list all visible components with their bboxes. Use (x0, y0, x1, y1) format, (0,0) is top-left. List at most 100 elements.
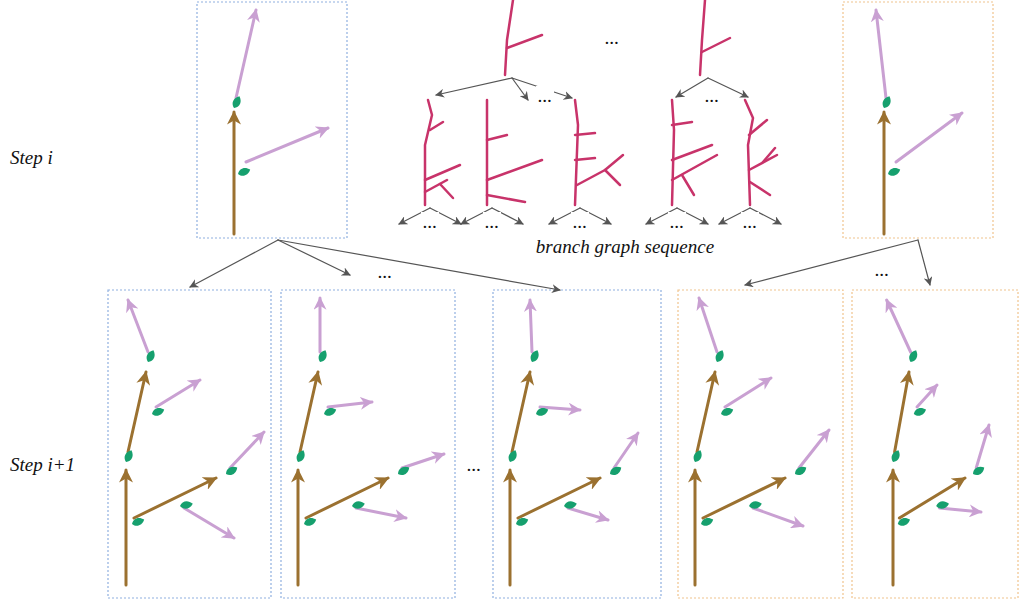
branch-arrow (512, 372, 530, 452)
leaf-bud (237, 166, 252, 177)
branch-graph (575, 158, 595, 160)
bud-arrow (887, 300, 911, 352)
bud-arrow (402, 454, 444, 468)
fan-arrow (278, 240, 350, 275)
step-label: Step i+1 (8, 455, 77, 476)
branch-arrow (895, 372, 909, 452)
leaf-bud (897, 516, 912, 527)
leaf-bud (913, 406, 928, 417)
bud-arrow (614, 433, 638, 468)
branch-graph (745, 100, 753, 205)
branch-graph (605, 170, 620, 185)
bud-arrow (725, 378, 771, 407)
fan-arrow (745, 240, 918, 285)
leaf-bud (971, 464, 986, 477)
bud-arrow (328, 402, 372, 407)
fan-arrow (512, 78, 528, 100)
branch-arrow (899, 478, 965, 518)
branch-arrow (125, 470, 128, 585)
step-label: Step i (8, 148, 55, 169)
leaf-bud (907, 349, 919, 364)
bud-arrow (128, 300, 148, 352)
dotted-frame (843, 2, 993, 238)
leaf-bud (303, 516, 318, 527)
bud-arrow (699, 298, 717, 352)
branch-graph (425, 165, 460, 180)
bud-arrow (753, 508, 803, 526)
annotation-text: ... (483, 212, 501, 233)
branch-graph (672, 100, 674, 205)
branch-graph (505, 0, 513, 75)
bud-arrow (184, 508, 234, 538)
leaf-bud (608, 464, 623, 477)
branch-graph (672, 155, 717, 180)
branch-arrow (509, 470, 512, 585)
leaf-bud (535, 406, 550, 417)
branch-graph (487, 195, 525, 202)
branch-arrow (883, 112, 886, 234)
bud-arrow (917, 385, 937, 407)
annotation-text: ... (873, 260, 891, 281)
bud-arrow (156, 380, 200, 407)
leaf-bud (720, 406, 735, 417)
annotation-text: ... (571, 212, 589, 233)
branch-graph (425, 180, 447, 192)
leaf-bud (224, 464, 239, 477)
dotted-frame (493, 290, 661, 598)
leaf-bud (323, 406, 338, 417)
annotation-text: ... (536, 86, 554, 107)
branch-graph (682, 175, 694, 195)
bud-arrow (236, 10, 256, 98)
dotted-frame (852, 290, 1018, 598)
branch-graph (749, 120, 767, 135)
leaf-bud (700, 516, 715, 527)
branch-graph (487, 160, 542, 180)
branch-graph (700, 0, 705, 75)
branch-arrow (518, 478, 600, 518)
bud-arrow (568, 508, 608, 520)
leaf-bud (515, 516, 530, 527)
leaf-bud (145, 349, 157, 364)
bud-arrow (319, 298, 322, 352)
branch-arrow (694, 470, 697, 585)
leaf-bud (890, 449, 902, 464)
bud-arrow (939, 508, 981, 512)
branch-graph (672, 145, 712, 160)
leaf-bud (881, 95, 893, 110)
leaf-bud (529, 349, 541, 364)
leaf-bud (317, 349, 329, 364)
branch-arrow (134, 478, 216, 518)
leaf-bud (563, 500, 577, 510)
bud-arrow (530, 300, 532, 352)
branch-graph (440, 184, 453, 198)
branch-graph (763, 148, 775, 162)
fan-arrow (278, 240, 560, 290)
branch-graph (575, 100, 578, 205)
bud-arrow (356, 508, 406, 518)
leaf-bud (179, 500, 193, 510)
branch-graph (487, 135, 507, 140)
leaf-bud (295, 449, 307, 464)
branch-graph (702, 38, 730, 52)
dotted-frame (281, 290, 455, 598)
dotted-frame (108, 290, 271, 598)
leaf-bud (887, 166, 902, 177)
branch-arrow (233, 112, 236, 234)
bud-arrow (876, 10, 886, 98)
branch-arrow (128, 372, 146, 452)
annotation-text: ... (465, 455, 483, 476)
leaf-bud (714, 349, 726, 364)
fan-arrow (190, 240, 278, 287)
leaf-bud (748, 500, 762, 510)
bud-arrow (896, 113, 962, 162)
annotation-text: ... (668, 212, 686, 233)
leaf-bud (793, 464, 808, 477)
annotation-text: ... (603, 28, 621, 49)
branch-arrow (892, 470, 895, 585)
branch-graph (486, 100, 489, 205)
branch-graph (750, 182, 770, 195)
leaf-bud (692, 449, 704, 464)
annotation-text: ... (703, 86, 721, 107)
